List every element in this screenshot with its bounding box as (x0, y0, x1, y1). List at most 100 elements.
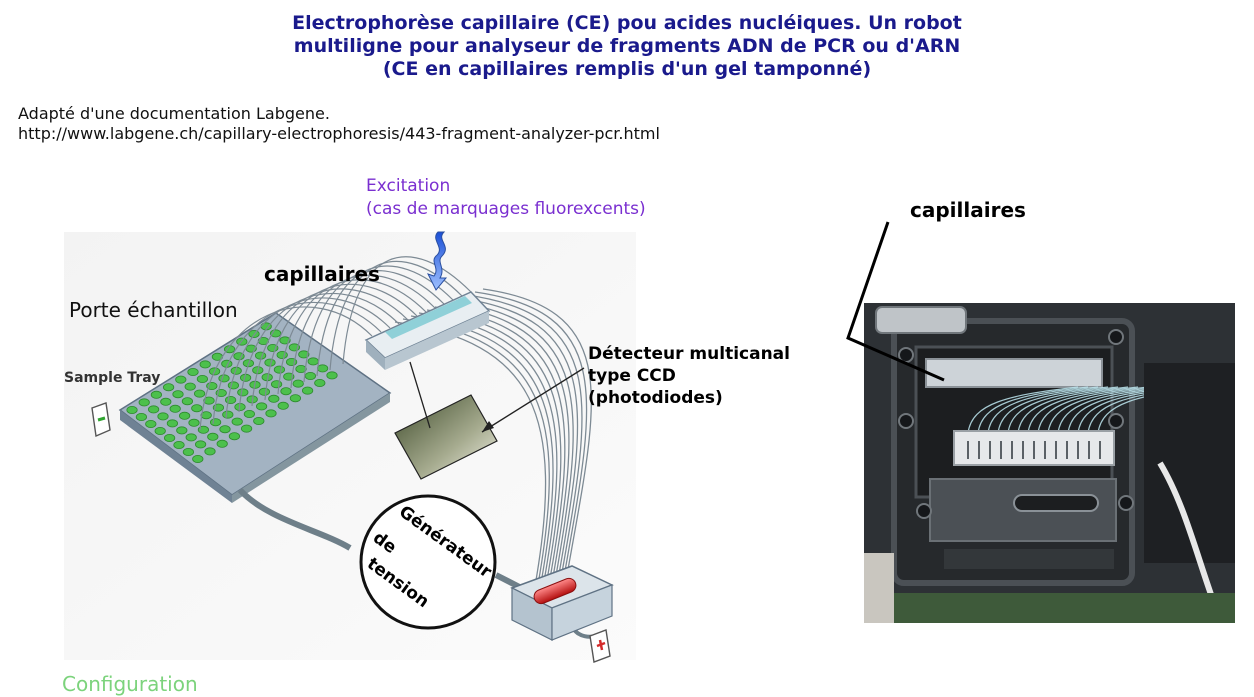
source-line-1: Adapté d'une documentation Labgene. (18, 104, 330, 123)
excitation-label: Excitation (cas de marquages fluorexcent… (366, 175, 646, 221)
sample-well (160, 397, 172, 406)
sample-well (292, 379, 304, 388)
capillary-arc-line (474, 291, 588, 572)
sample-well (188, 418, 200, 427)
sample-well (289, 394, 301, 403)
sample-well (148, 405, 160, 414)
sample-well (280, 387, 292, 396)
sample-well (203, 396, 215, 405)
page-title: Electrophorèse capillaire (CE) pou acide… (0, 12, 1254, 81)
excitation-line-2: (cas de marquages fluorexcents) (366, 199, 646, 219)
sample-well (268, 394, 280, 403)
sample-well (265, 409, 277, 418)
sample-well (126, 405, 138, 414)
title-line-2: multiligne pour analyseur de fragments A… (293, 35, 961, 57)
sample-well (164, 433, 176, 442)
sample-well (218, 374, 230, 383)
sample-well (181, 397, 193, 406)
sample-well (301, 386, 314, 395)
capillary-arc-line (442, 303, 570, 578)
sample-well (176, 426, 188, 435)
detector-line-1: Détecteur multicanal (588, 344, 790, 364)
capillary-arc-line (458, 297, 579, 575)
detector-label: Détecteur multicanal type CCD (photodiod… (588, 343, 790, 409)
configuration-label: Configuration (62, 672, 198, 696)
sample-well (314, 378, 326, 387)
photo-capillary-strand (1017, 386, 1129, 434)
sample-well (182, 447, 194, 456)
sample-well (150, 390, 162, 399)
sample-well (228, 432, 240, 441)
sample-well (195, 440, 207, 449)
photo-capillary-strand (1037, 386, 1149, 434)
sample-well (255, 351, 267, 360)
photo-capillary-strand (1007, 386, 1119, 434)
sample-well (135, 412, 147, 421)
sample-tray-label: Sample Tray (64, 370, 161, 386)
sample-well (187, 367, 199, 376)
sample-well (258, 387, 270, 396)
sample-well (210, 418, 222, 427)
sample-well (194, 389, 206, 398)
detector-pointer (481, 367, 585, 433)
sample-well (184, 382, 196, 391)
capillary-line (212, 301, 382, 425)
capillaires-label-diagram: capillaires (264, 262, 380, 286)
capillary-line (277, 279, 427, 395)
sample-well (225, 395, 237, 404)
sample-well (231, 417, 243, 426)
sample-tray (118, 312, 392, 503)
capillary-line (199, 306, 373, 431)
sample-well (179, 411, 191, 420)
sample-well (216, 439, 228, 448)
sample-well (157, 412, 169, 421)
capillary-window-block (364, 291, 491, 370)
capillary-arc-line (450, 300, 574, 576)
ccd-detector (394, 361, 498, 480)
capillaires-label-photo: capillaires (910, 198, 1026, 222)
sample-well (255, 402, 268, 411)
plus-electrode (589, 629, 611, 663)
source-url: http://www.labgene.ch/capillary-electrop… (18, 124, 660, 143)
sample-well (273, 365, 285, 374)
capillary-line (225, 297, 391, 419)
photo-pointer (846, 221, 945, 382)
sample-well (138, 398, 150, 407)
capillary-fan (199, 256, 472, 431)
photo-capillary-strand (977, 386, 1089, 434)
sample-well (270, 380, 283, 389)
source-note: Adapté d'une documentation Labgene. http… (18, 104, 660, 144)
sample-well (243, 409, 255, 418)
capillary-line (264, 283, 418, 401)
excitation-arrow-icon (427, 231, 448, 291)
sample-well (276, 350, 288, 359)
title-line-1: Electrophorèse capillaire (CE) pou acide… (292, 12, 962, 34)
sample-well (199, 360, 211, 369)
sample-well (175, 375, 187, 384)
sample-well (169, 404, 181, 413)
outlet-buffer (510, 565, 614, 641)
detector-line-2: type CCD (588, 366, 676, 386)
sample-well (166, 419, 178, 428)
sample-well (163, 383, 175, 392)
sample-well (197, 425, 209, 434)
sample-holder-label: Porte échantillon (69, 298, 238, 322)
capillary-line (290, 274, 436, 389)
sample-well (173, 440, 185, 449)
sample-well (200, 411, 212, 420)
excitation-line-1: Excitation (366, 176, 451, 196)
photo-capillary-strand (1027, 386, 1139, 434)
capillary-line (303, 270, 445, 383)
sample-well (204, 447, 216, 456)
sample-well (237, 388, 249, 397)
sample-well (241, 424, 253, 433)
sample-well (207, 432, 219, 441)
photo-capillary-strand (987, 386, 1099, 434)
ce-diagram: Générateur de tension (64, 231, 636, 663)
detector-line-3: (photodiodes) (588, 388, 723, 408)
capillary-line (251, 288, 409, 407)
sample-well (172, 390, 184, 399)
sample-well (316, 364, 329, 373)
photo-capillary-strand (967, 386, 1079, 434)
sample-well (196, 374, 208, 383)
